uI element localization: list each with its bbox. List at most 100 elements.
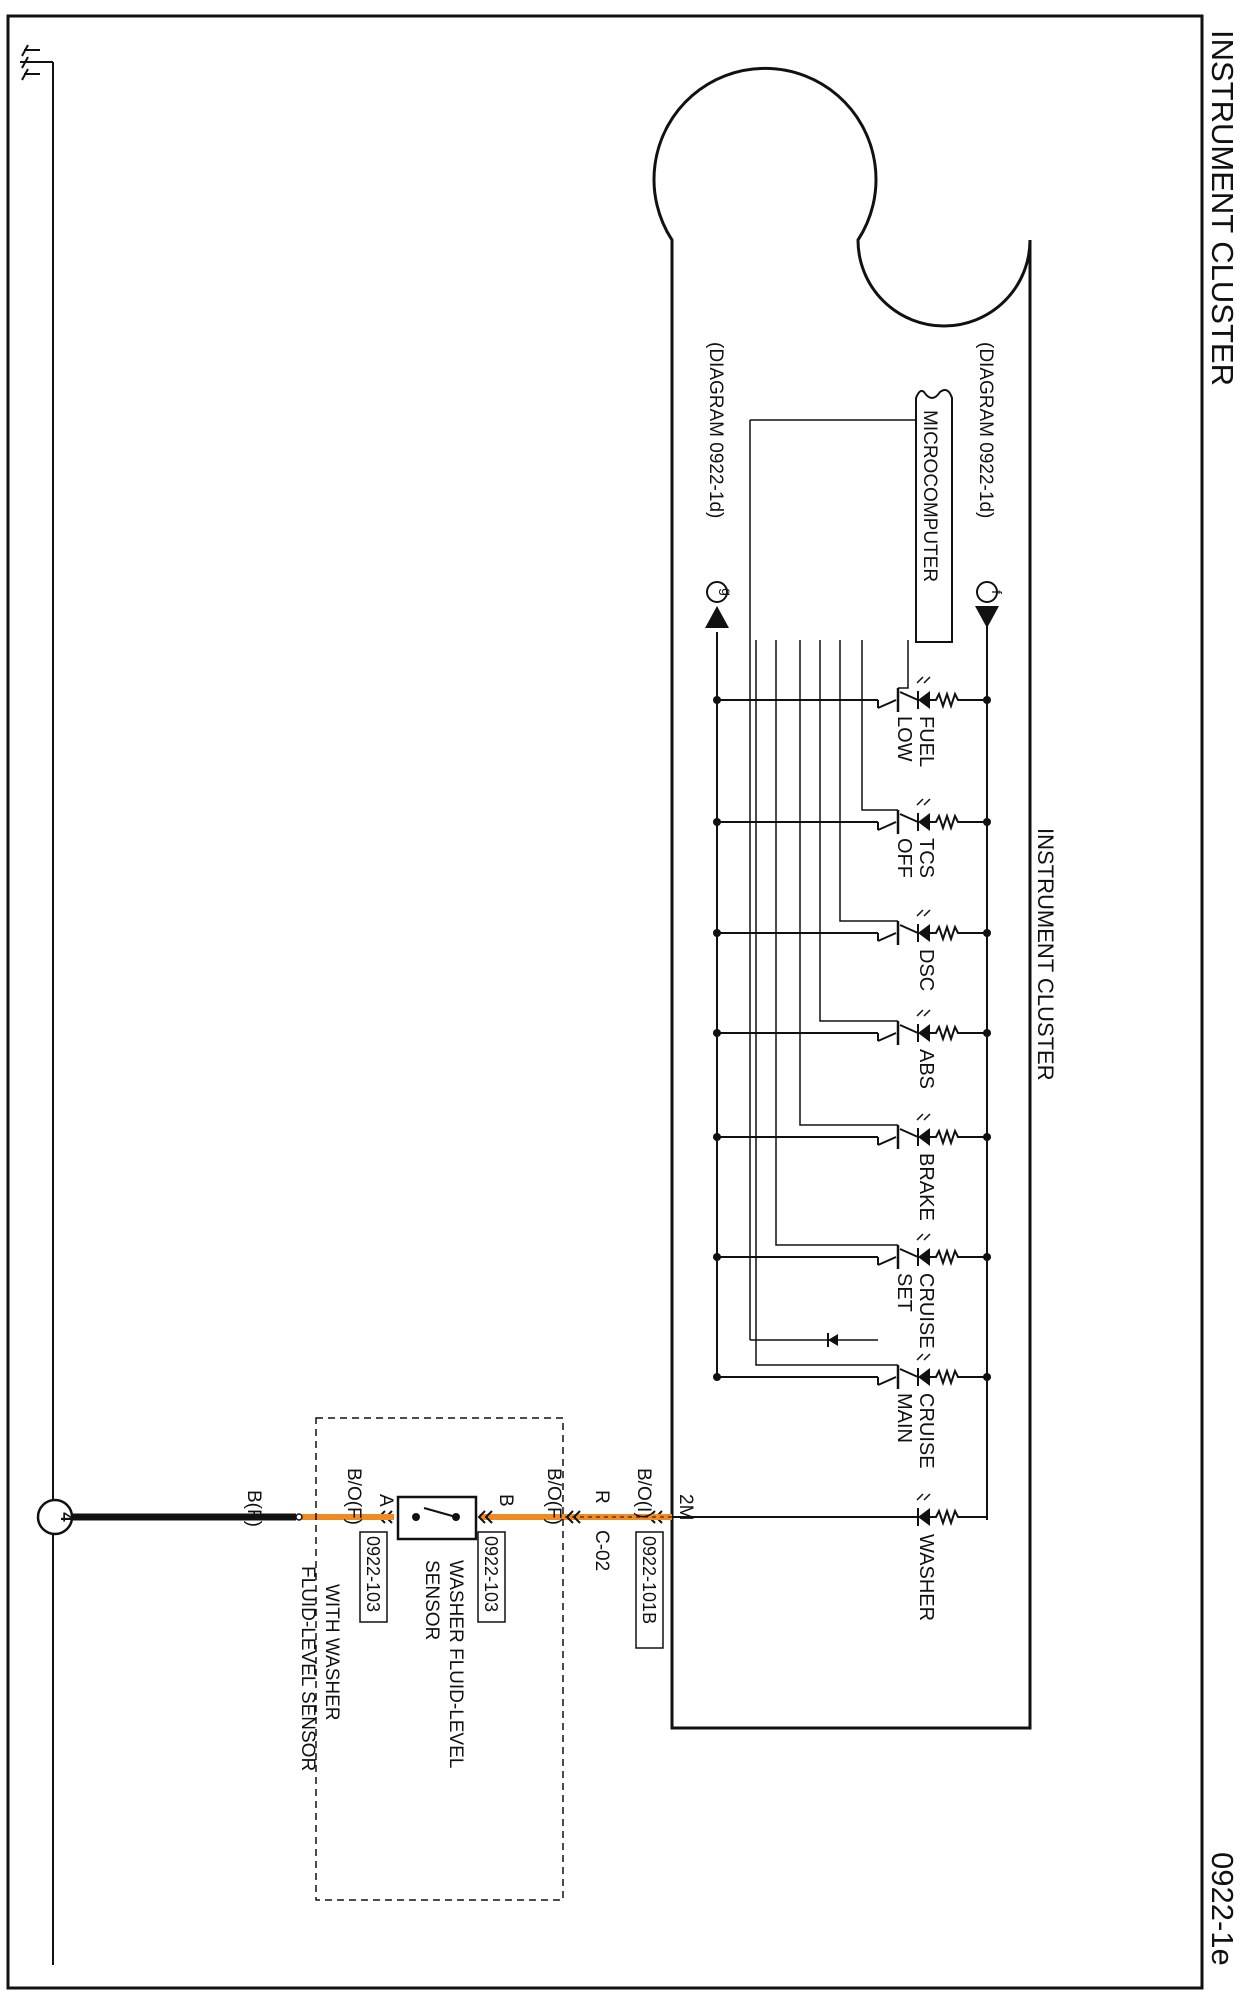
fuel-low-led [918, 691, 930, 709]
cruise-main-control-line [755, 640, 898, 1366]
ref-f-arrow [975, 606, 999, 628]
cruise-set-resistor [930, 1247, 987, 1267]
dsc-led-ray-2 [916, 909, 924, 917]
wire-label-bo-i: B/O(I) [633, 1468, 654, 1519]
abs-led [918, 1024, 930, 1042]
pin-b-label: B [495, 1494, 516, 1507]
cruise-main-transistor-collector [899, 1368, 919, 1378]
dsc-label-line1: DSC [915, 949, 937, 991]
connector-sensor-a-label: 0922-103 [363, 1536, 383, 1612]
connector-sensor-b-box [477, 1531, 506, 1623]
connector-cluster-box [635, 1531, 664, 1649]
fuel-low-led-ray-1 [923, 676, 931, 684]
abs-led-ray-2 [916, 1009, 924, 1017]
option-dashed-box [315, 1417, 564, 1901]
abs-label-line1: ABS [915, 1049, 937, 1089]
fuel-low-transistor-emitter [877, 699, 897, 709]
connector-c02 [565, 1510, 581, 1524]
wire-label-bo-f-upper: B/O(F) [543, 1468, 564, 1525]
tcs-off-control-line [861, 640, 898, 811]
fuel-low-transistor-collector [899, 691, 919, 701]
cruise-set-label-line2: SET [893, 1273, 915, 1312]
washer-lamp-label: WASHER [915, 1534, 937, 1621]
dsc-control-line [839, 640, 898, 922]
cruise-main-transistor-emitter [877, 1376, 897, 1386]
ref-g-text: (DIAGRAM 0922-1d) [705, 342, 726, 518]
cruise-set-label-line1: CRUISE [915, 1273, 937, 1349]
abs-transistor-emitter [877, 1032, 897, 1042]
brake-resistor [930, 1127, 987, 1147]
ground-point-number: 4 [57, 1512, 76, 1522]
dsc-transistor-collector [899, 924, 919, 934]
tcs-off-label-line1: TCS [915, 838, 937, 878]
cruise-set-led [918, 1248, 930, 1266]
abs-resistor [930, 1023, 987, 1043]
connector-cluster-label: 0922-101B [639, 1536, 659, 1624]
tcs-off-label-line2: OFF [893, 838, 915, 878]
washer-pin-label: 2M [675, 1494, 696, 1520]
abs-transistor-collector [899, 1024, 919, 1034]
cruise-set-led-ray-1 [923, 1233, 931, 1241]
washer-circuit: WASHER 2M 4 [36, 1377, 988, 1901]
pin-a-label: A [375, 1494, 396, 1507]
tcs-off-transistor-collector [899, 813, 919, 823]
tcs-off-led-ray-2 [916, 798, 924, 806]
wire-label-bo-f-lower: B/O(F) [343, 1468, 364, 1525]
washer-led [918, 1508, 930, 1526]
sensor-label-2: SENSOR [421, 1560, 442, 1640]
cluster-outline [652, 66, 1032, 1730]
page-frame [6, 14, 1204, 1990]
brake-transistor-collector [899, 1128, 919, 1138]
brake-led [918, 1128, 930, 1146]
option-label-1: WITH WASHER [321, 1584, 342, 1721]
lamp-circuits: FUELLOWTCSOFFDSCABSBRAKECRUISESETCRUISEM… [713, 419, 991, 1469]
tcs-off-resistor [930, 812, 987, 832]
brake-transistor-emitter [877, 1136, 897, 1146]
cruise-main-label-line2: MAIN [893, 1393, 915, 1443]
dsc-resistor [930, 923, 987, 943]
brake-led-ray-1 [923, 1113, 931, 1121]
option-label-2: FLUID-LEVEL SENSOR [297, 1566, 318, 1771]
ref-g-arrow [705, 606, 729, 628]
tcs-off-led-ray-1 [923, 798, 931, 806]
microcomputer-box: MICROCOMPUTER [915, 389, 953, 643]
connector-c02-label: C-02 [591, 1530, 612, 1571]
brake-led-ray-2 [916, 1113, 924, 1121]
brake-control-line [799, 640, 898, 1126]
ground-bus [20, 44, 54, 1965]
cruise-main-led-ray-2 [916, 1353, 924, 1361]
fuel-low-control-line [898, 640, 909, 689]
wire-label-r: R [591, 1490, 612, 1504]
cruise-set-transistor-emitter [877, 1256, 897, 1266]
fuel-low-resistor [930, 690, 987, 710]
diagram-id: 0922-1e [1205, 1852, 1240, 1966]
tcs-off-transistor-emitter [877, 821, 897, 831]
cruise-main-led [918, 1368, 930, 1386]
cruise-main-resistor [930, 1367, 987, 1387]
fuel-low-label-line1: FUEL [915, 716, 937, 767]
page-title: INSTRUMENT CLUSTER [1205, 30, 1240, 386]
ref-f-circle [976, 581, 998, 603]
brake-label-line1: BRAKE [915, 1153, 937, 1221]
cruise-main-label-line1: CRUISE [915, 1393, 937, 1469]
cruise-set-led-ray-2 [916, 1233, 924, 1241]
abs-led-ray-1 [923, 1009, 931, 1017]
dsc-led [918, 924, 930, 942]
fuel-low-led-ray-2 [916, 676, 924, 684]
connector-sensor-b [477, 1510, 493, 1524]
cruise-main-led-ray-1 [923, 1353, 931, 1361]
microcomputer-label: MICROCOMPUTER [919, 410, 940, 582]
ground-point-circle [36, 1498, 74, 1536]
fuel-low-label-line2: LOW [893, 716, 915, 762]
sensor-label-1: WASHER FLUID-LEVEL [445, 1560, 466, 1768]
ref-f-letter: f [989, 590, 1005, 594]
ref-f-text: (DIAGRAM 0922-1d) [975, 342, 996, 518]
connector-sensor-b-label: 0922-103 [481, 1536, 501, 1612]
abs-control-line [819, 640, 898, 1022]
washer-resistor [930, 1507, 987, 1527]
dsc-led-ray-1 [923, 909, 931, 917]
ref-g-circle [706, 581, 728, 603]
tcs-off-led [918, 813, 930, 831]
wire-label-b-f: B(F) [243, 1490, 264, 1527]
washer-sensor-switch [396, 1495, 478, 1541]
